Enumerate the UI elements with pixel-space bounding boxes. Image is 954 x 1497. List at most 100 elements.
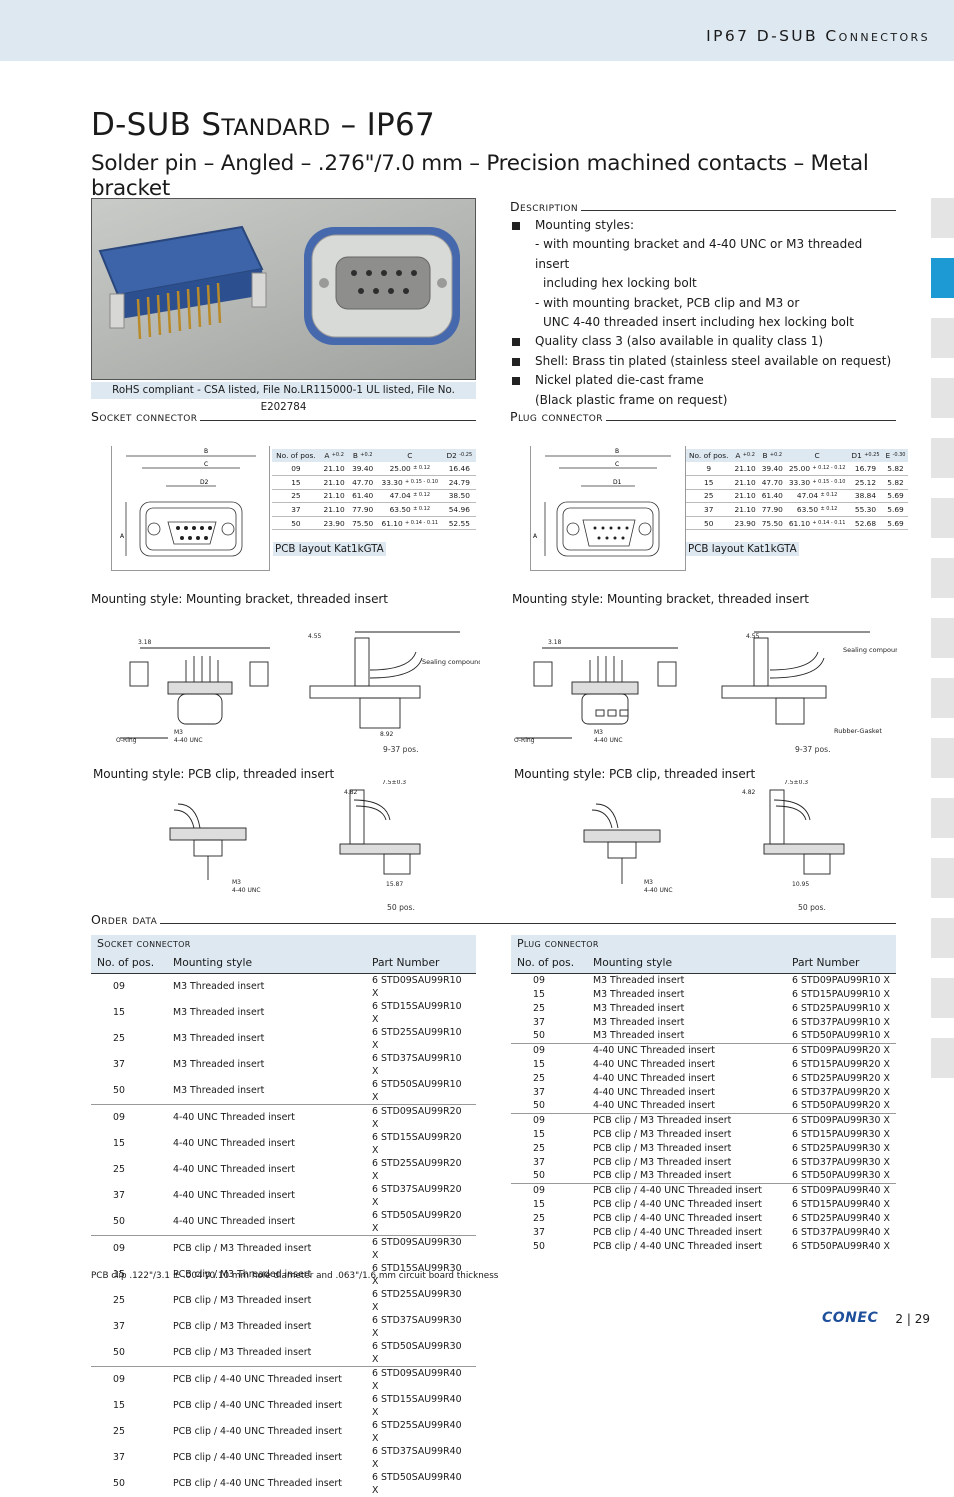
part-number-cell: 6 STD09PAU99R10 X (792, 974, 890, 986)
pos-cell: 15 (113, 1269, 125, 1280)
pos-cell: 25 (533, 1142, 545, 1154)
pos-cell: 15 (533, 988, 545, 1000)
pos-cell: 25 (533, 1002, 545, 1014)
mounting-style-cell: PCB clip / M3 Threaded insert (593, 1170, 732, 1182)
mounting-style-cell: PCB clip / 4-40 UNC Threaded insert (593, 1226, 762, 1238)
side-tab[interactable] (931, 618, 954, 658)
table-header-row: No. of pos. A +0.2 B +0.2 C D2 -0.25 (272, 449, 476, 462)
pos-cell: 37 (533, 1156, 545, 1168)
rohs-note: RoHS compliant - CSA listed, File No.LR1… (91, 382, 476, 413)
desc-item: Shell: Brass tin plated (stainless steel… (535, 353, 892, 368)
socket-pcb-layout-link[interactable]: PCB layout Kat1kGTA (273, 542, 386, 556)
pos-cell: 50 (533, 1170, 545, 1182)
side-tab[interactable] (931, 1038, 954, 1078)
svg-text:4.55: 4.55 (746, 633, 760, 640)
pos-cell: 25 (113, 1164, 125, 1175)
header-band: IP67 D-SUB Connectors (0, 0, 954, 61)
plug-drawing-frame (530, 446, 686, 571)
part-number-cell: 6 STD15PAU99R30 X (792, 1128, 890, 1140)
mounting-style-cell: PCB clip / M3 Threaded insert (173, 1269, 312, 1280)
svg-text:4-40 UNC: 4-40 UNC (174, 737, 203, 744)
mounting-style-cell: M3 Threaded insert (593, 988, 685, 1000)
page-number: 2 | 29 (895, 1312, 930, 1326)
side-tab[interactable] (931, 918, 954, 958)
pos-cell: 25 (533, 1212, 545, 1224)
mounting-style-cell: 4-40 UNC Threaded insert (167, 1103, 366, 1131)
socket-pos-note: 9-37 pos. (383, 745, 419, 754)
socket-bracket-label: Mounting style: Mounting bracket, thread… (91, 592, 388, 606)
part-number-cell: 6 STD15PAU99R20 X (792, 1058, 890, 1070)
bullet-icon (512, 338, 520, 347)
pos-cell: 37 (113, 1452, 125, 1463)
pos-cell: 09 (91, 1234, 167, 1262)
svg-text:4.55: 4.55 (308, 633, 322, 640)
side-tab[interactable] (931, 498, 954, 538)
plug-order-title: Plug connector (511, 935, 896, 953)
socket-pcbclip-label: Mounting style: PCB clip, threaded inser… (93, 767, 335, 781)
plug-pos-note: 9-37 pos. (795, 745, 831, 754)
sealing-label: Sealing compound (843, 646, 897, 654)
part-number-cell: 6 STD25SAU99R30 X (372, 1288, 462, 1313)
side-tab[interactable] (931, 678, 954, 718)
side-tab[interactable] (931, 978, 954, 1018)
socket-heading-text: Socket connector (91, 409, 198, 424)
side-tab[interactable] (931, 378, 954, 418)
pos-cell: 50 (533, 1100, 545, 1112)
side-tab[interactable] (931, 318, 954, 358)
pos-cell: 09 (511, 1042, 587, 1057)
part-number-cell: 6 STD15SAU99R20 X (372, 1131, 462, 1156)
mounting-style-cell: PCB clip / M3 Threaded insert (173, 1295, 312, 1306)
mounting-style-cell: PCB clip / 4-40 UNC Threaded insert (173, 1426, 342, 1437)
desc-sub: UNC 4-40 threaded insert including hex l… (543, 315, 854, 330)
mounting-style-cell: PCB clip / M3 Threaded insert (587, 1112, 786, 1127)
plug-pcbclip-label: Mounting style: PCB clip, threaded inser… (514, 767, 756, 781)
part-number-cell: 6 STD25PAU99R40 X (792, 1212, 890, 1224)
part-number-cell: 6 STD37PAU99R10 X (792, 1016, 890, 1028)
desc-item: Nickel plated die-cast frame (535, 373, 704, 388)
svg-text:M3: M3 (174, 729, 183, 736)
plug-bracket-label: Mounting style: Mounting bracket, thread… (512, 592, 809, 606)
plug-pcb-layout-link[interactable]: PCB layout Kat1kGTA (686, 542, 799, 556)
part-number-cell: 6 STD37SAU99R10 X (372, 1052, 462, 1077)
part-number-cell: 6 STD50SAU99R10 X (372, 1078, 462, 1103)
side-tab[interactable] (931, 858, 954, 898)
col-header: A +0.2 (319, 449, 349, 462)
side-tab[interactable] (931, 798, 954, 838)
side-tab[interactable] (931, 198, 954, 238)
pos-cell: 09 (533, 974, 545, 986)
part-number-cell: 6 STD09PAU99R40 X (786, 1182, 896, 1197)
side-tab[interactable] (931, 558, 954, 598)
part-number-cell: 6 STD09SAU99R20 X (366, 1103, 476, 1131)
pos-cell: 37 (533, 1016, 545, 1028)
table-header-row: No. of pos. A +0.2 B +0.2 C D1 +0.25 E -… (686, 449, 909, 462)
description-list: Mounting styles: - with mounting bracket… (511, 216, 896, 410)
pos-cell: 25 (113, 1033, 125, 1044)
side-tab[interactable] (931, 438, 954, 478)
svg-text:4-40 UNC: 4-40 UNC (232, 887, 261, 894)
mounting-style-cell: 4-40 UNC Threaded insert (593, 1086, 715, 1098)
part-number-cell: 6 STD09PAU99R30 X (786, 1112, 896, 1127)
col-header: Mounting style (167, 953, 366, 974)
order-heading: Order data (91, 910, 896, 926)
mounting-style-cell: PCB clip / M3 Threaded insert (167, 1234, 366, 1262)
mounting-style-cell: 4-40 UNC Threaded insert (173, 1216, 295, 1227)
side-tab-active[interactable] (931, 258, 954, 298)
side-tab[interactable] (931, 738, 954, 778)
mounting-style-cell: M3 Threaded insert (173, 1059, 265, 1070)
socket-drawing-frame (111, 446, 270, 571)
